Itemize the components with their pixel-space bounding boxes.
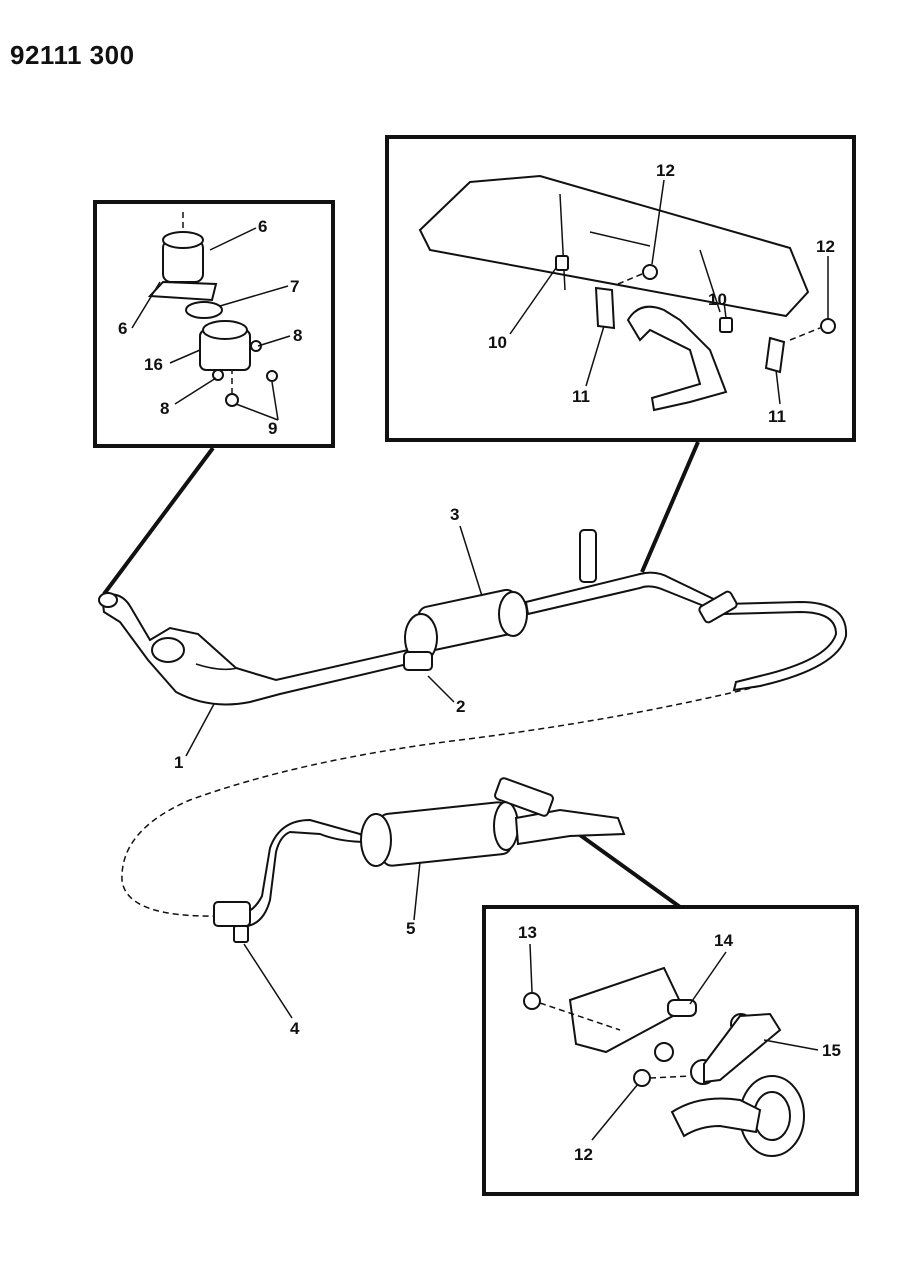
callout-10-right: 10 [708,290,727,309]
callout-6-top: 6 [258,217,267,236]
callout-12-frame-b-top: 12 [656,161,675,180]
callout-5: 5 [406,919,415,938]
detail-frame-rear-hanger [482,905,859,1196]
rear-hanger-detail [523,966,805,1157]
egr-valve-detail [147,210,278,407]
document-id: 92111 300 [10,40,135,70]
callout-12-frame-b-right: 12 [816,237,835,256]
leader-frame-hanger [640,441,700,573]
callout-11-right: 11 [768,407,786,426]
callout-8-right: 8 [293,326,302,345]
callout-10-left: 10 [488,333,507,352]
callout-6-left: 6 [118,319,127,338]
callout-2: 2 [456,697,465,716]
rear-muffler-tailpipe [213,777,626,943]
detail-frame-egr-valve [93,200,335,448]
callout-3: 3 [450,505,459,524]
callout-13: 13 [518,923,537,942]
underbody-hanger-detail [418,174,836,412]
callout-8-left: 8 [160,399,169,418]
detail-frame-hanger-brackets [385,135,856,442]
callout-16: 16 [144,355,163,374]
callout-15: 15 [822,1041,841,1060]
callout-1: 1 [174,753,183,772]
resonator-pipe-assembly [403,529,848,692]
callout-12-frame-c: 12 [574,1145,593,1164]
front-exhaust-pipe-and-converter [98,592,418,706]
routing-dashed-line [121,685,761,917]
callout-11-left: 11 [572,387,590,406]
callout-14: 14 [714,931,733,950]
callout-4: 4 [290,1019,300,1038]
callout-7: 7 [290,277,299,296]
callout-9: 9 [268,419,277,438]
leader-frame-egr [102,446,215,596]
